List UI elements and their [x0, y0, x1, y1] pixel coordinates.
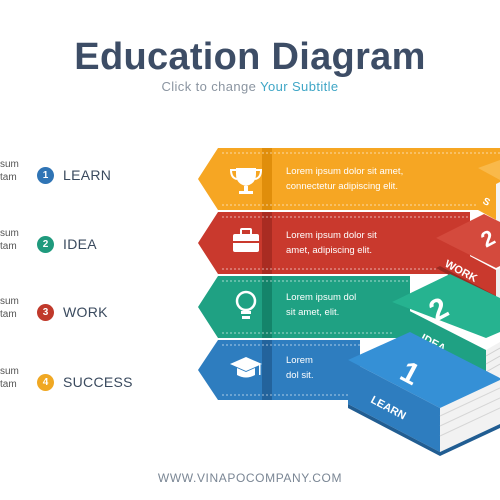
ipsum-line: sum [0, 296, 19, 307]
book-3-spine [436, 238, 496, 300]
left-label: IDEA [63, 236, 97, 252]
book-1-top [348, 332, 500, 408]
book-stack: S 2 WORK 2 IDEA [348, 160, 500, 456]
banner-3-text: Lorem ipsum dol [286, 292, 356, 303]
book-4-spine [478, 168, 500, 222]
left-ipsum-text: sum tam [0, 227, 19, 253]
trophy-icon [229, 168, 263, 194]
left-item-learn: sum tam 1 LEARN [0, 158, 160, 198]
left-ipsum-text: sum tam [0, 158, 19, 184]
ipsum-line: sum [0, 228, 19, 239]
book-2-page-line [485, 355, 500, 365]
book-1: 1 LEARN [348, 332, 500, 456]
banner-4-text: Lorem [286, 355, 313, 366]
book-3-top [436, 214, 500, 268]
left-item-success: sum tam 4 SUCCESS [0, 365, 160, 405]
graduation-cap-icon [230, 357, 262, 378]
number-badge: 3 [37, 304, 54, 321]
banner-4: Lorem dol sit. [198, 340, 360, 400]
footer-url: WWW.VINAPOCOMPANY.COM [157, 471, 343, 485]
number-badge: 1 [37, 167, 54, 184]
page-subtitle: Click to change Your Subtitle [0, 79, 500, 94]
left-item-work: sum tam 3 WORK [0, 295, 160, 335]
book-4-pages [496, 182, 500, 222]
banner-1-shape [198, 148, 500, 210]
banner-3-fold [262, 276, 272, 338]
book-2-page-line [485, 363, 500, 373]
banner-4-text: dol sit. [286, 370, 313, 381]
banner-2-text: Lorem ipsum dolor sit [286, 230, 377, 241]
banner-2: Lorem ipsum dolor sit amet, adipiscing e… [198, 212, 470, 274]
ipsum-line: tam [0, 309, 17, 320]
subtitle-prefix: Click to change [161, 79, 261, 94]
number-badge: 2 [37, 236, 54, 253]
banner-1: Lorem ipsum dolor sit amet, connectetur … [198, 148, 500, 210]
left-label: LEARN [63, 167, 112, 183]
banner-4-shape [198, 340, 360, 400]
left-ipsum-text: sum tam [0, 295, 19, 321]
ipsum-line: tam [0, 172, 17, 183]
left-item-idea: sum tam 2 IDEA [0, 227, 160, 267]
book-1-pages [440, 380, 500, 452]
number-badge: 4 [37, 374, 54, 391]
banner-3-text: sit amet, elit. [286, 307, 339, 318]
lightbulb-icon [235, 290, 257, 319]
book-1-page-line [439, 397, 500, 427]
left-label: SUCCESS [63, 374, 133, 390]
ipsum-line: tam [0, 379, 17, 390]
banner-3-shape [198, 276, 410, 338]
book-1-bottom [348, 404, 500, 456]
book-3-pages [496, 268, 500, 300]
banner-2-fold [262, 212, 272, 274]
book-1-page-line [439, 407, 500, 437]
book-2-page-line [485, 347, 500, 357]
banner-4-fold [262, 340, 272, 400]
left-ipsum-text: sum tam [0, 365, 19, 391]
left-label: WORK [63, 304, 108, 320]
book-4-label: S [481, 196, 492, 209]
ipsum-line: tam [0, 241, 17, 252]
briefcase-icon [233, 228, 259, 252]
banner-3: Lorem ipsum dol sit amet, elit. [198, 276, 410, 338]
banner-1-text: connectetur adipiscing elit. [286, 181, 398, 192]
book-1-page-line [439, 387, 500, 417]
banner-1-fold [262, 148, 272, 210]
book-2-top [392, 274, 500, 338]
book-4: S [478, 160, 500, 222]
banner-2-text: amet, adipiscing elit. [286, 245, 372, 256]
subtitle-accent: Your Subtitle [260, 79, 339, 94]
ipsum-line: sum [0, 159, 19, 170]
ipsum-line: sum [0, 366, 19, 377]
banner-1-text: Lorem ipsum dolor sit amet, [286, 166, 403, 177]
book-1-spine [348, 360, 440, 452]
page-title: Education Diagram [74, 36, 426, 78]
